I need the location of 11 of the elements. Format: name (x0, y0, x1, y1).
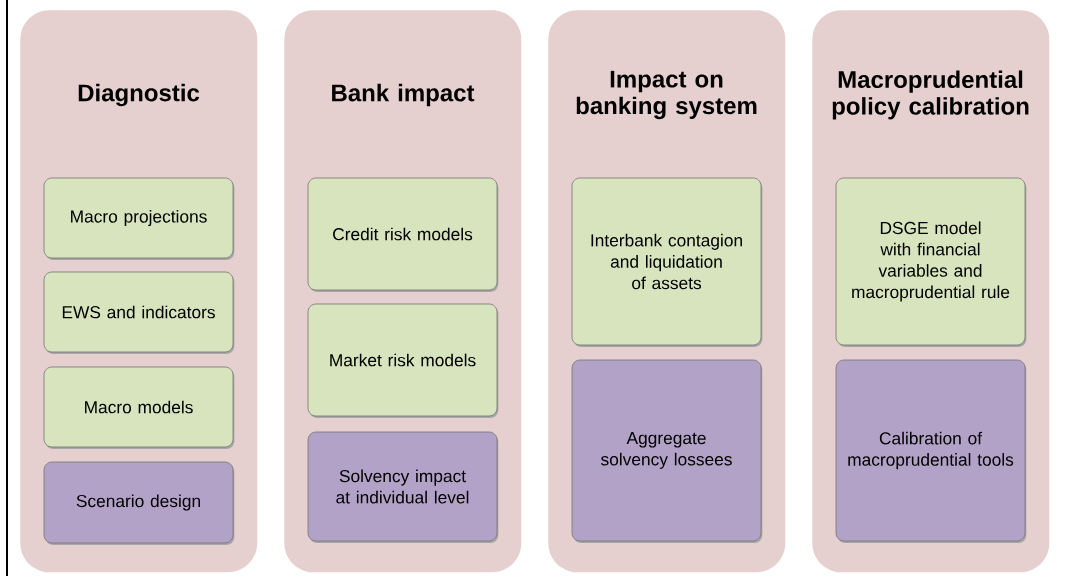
process-box: Macro projections (43, 177, 235, 260)
process-box: Calibration of macroprudential tools (835, 359, 1027, 543)
process-box: Aggregate solvency lossees (571, 359, 763, 543)
process-box: EWS and indicators (43, 271, 235, 354)
process-box: Scenario design (43, 461, 235, 545)
process-box: Macro models (43, 366, 235, 449)
process-box: DSGE model with financial variables and macroprudential rule (835, 177, 1027, 347)
process-box: Market risk models (307, 303, 499, 418)
process-box: Interbank contagion and liquidation of assets (571, 177, 763, 347)
process-box: Solvency impact at individual level (307, 431, 499, 543)
process-box: Credit risk models (307, 177, 499, 292)
